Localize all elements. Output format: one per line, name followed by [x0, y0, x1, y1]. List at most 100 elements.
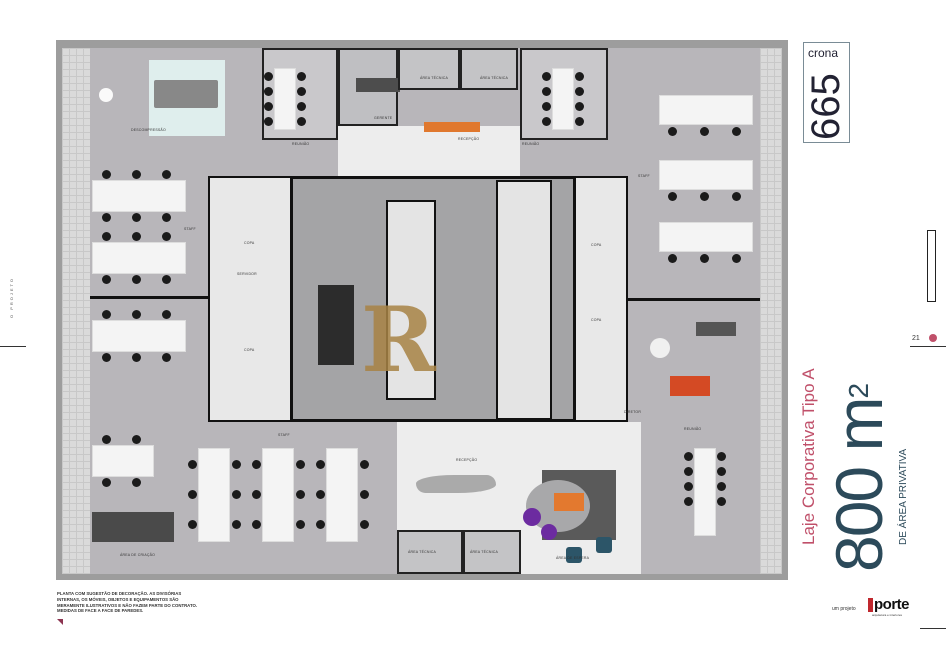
perimeter-left — [62, 48, 90, 574]
crona-logo: crona 665 — [803, 42, 850, 143]
page-dot — [929, 334, 937, 342]
area-value: 800 — [822, 467, 896, 572]
chair — [296, 490, 305, 499]
chair — [732, 192, 741, 201]
divider — [0, 346, 26, 347]
creation-table — [92, 512, 174, 542]
side-table — [99, 88, 113, 102]
divider — [910, 346, 946, 347]
chair — [264, 72, 273, 81]
director-desk — [696, 322, 736, 336]
chair — [684, 482, 693, 491]
chair — [668, 192, 677, 201]
chair — [162, 232, 171, 241]
headline-title: Laje Corporativa Tipo A — [799, 368, 818, 545]
chair — [542, 102, 551, 111]
chair — [296, 460, 305, 469]
room-label: REUNIÃO — [292, 142, 310, 146]
area-unit: m — [822, 398, 896, 452]
desk — [659, 222, 753, 252]
chair — [188, 520, 197, 529]
room-label: SERVIDOR — [237, 272, 257, 276]
chair — [162, 353, 171, 362]
desk — [274, 68, 296, 130]
chair — [102, 435, 111, 444]
headline-area: 800 m2 — [822, 385, 896, 572]
director-rug — [670, 376, 710, 396]
watermark-logo-icon: R — [361, 287, 436, 393]
desk — [326, 448, 358, 542]
credit-label: um projeto — [832, 606, 856, 612]
room-label: REUNIÃO — [522, 142, 540, 146]
chair — [132, 478, 141, 487]
chair — [717, 452, 726, 461]
chair — [132, 353, 141, 362]
chair — [717, 467, 726, 476]
section-label: O PROJETO — [9, 276, 14, 318]
room-label: STAFF — [638, 174, 650, 178]
chair — [264, 117, 273, 126]
chair — [684, 452, 693, 461]
chair — [102, 353, 111, 362]
chair — [668, 127, 677, 136]
note-line: INTERNAS, OS MÓVEIS, OBJETOS E EQUIPAMEN… — [57, 596, 179, 602]
technical-room-4 — [463, 530, 521, 574]
porte-tagline: arquitetura e interiores — [872, 613, 903, 617]
chair — [575, 87, 584, 96]
desk — [262, 448, 294, 542]
chair — [132, 275, 141, 284]
room-label: DIRETOR — [624, 410, 642, 414]
note-line: MERAMENTE ILUSTRATIVOS E NÃO FAZEM PARTE… — [57, 602, 198, 608]
chair — [717, 482, 726, 491]
chair — [102, 310, 111, 319]
chair — [542, 87, 551, 96]
armchair — [566, 547, 582, 563]
chair — [360, 460, 369, 469]
chair — [132, 310, 141, 319]
reception-desk — [416, 475, 496, 493]
round-table — [650, 338, 670, 358]
room-label: ÁREA TÉCNICA — [420, 76, 449, 80]
room-label: ÁREA TÉCNICA — [408, 550, 437, 554]
manager-desk — [356, 78, 400, 92]
chair — [102, 232, 111, 241]
perimeter-right — [760, 48, 782, 574]
chair — [575, 117, 584, 126]
elevators-left — [386, 200, 436, 400]
room-label: STAFF — [278, 433, 290, 437]
chair — [132, 232, 141, 241]
chair — [102, 275, 111, 284]
chair — [188, 490, 197, 499]
divider — [920, 628, 946, 629]
chair — [232, 490, 241, 499]
chair — [668, 254, 677, 263]
chair — [700, 254, 709, 263]
desk — [198, 448, 230, 542]
room-label: COPA — [591, 243, 602, 247]
room-label: ÁREA DE ESPERA — [556, 556, 590, 560]
chair — [700, 127, 709, 136]
sofa — [154, 80, 218, 108]
chair — [296, 520, 305, 529]
chair — [542, 72, 551, 81]
desk — [659, 95, 753, 125]
porte-logo: porte — [868, 597, 910, 612]
room-label: ÁREA TÉCNICA — [470, 550, 499, 554]
chair — [232, 520, 241, 529]
chair — [162, 310, 171, 319]
desk — [92, 180, 186, 212]
chair — [316, 490, 325, 499]
chair — [162, 213, 171, 222]
room-label: RECEPÇÃO — [456, 458, 478, 462]
armchair — [596, 537, 612, 553]
chair — [360, 520, 369, 529]
area-exponent: 2 — [843, 384, 874, 399]
desk — [92, 242, 186, 274]
note-line: MEDIDAS DE FACE A FACE DE PAREDES. — [57, 608, 144, 614]
wall — [90, 296, 210, 299]
reception-desk-top — [424, 122, 480, 132]
chair — [700, 192, 709, 201]
chair — [316, 520, 325, 529]
logo-brand: crona — [808, 46, 839, 60]
reception-lobby-top — [338, 126, 520, 176]
